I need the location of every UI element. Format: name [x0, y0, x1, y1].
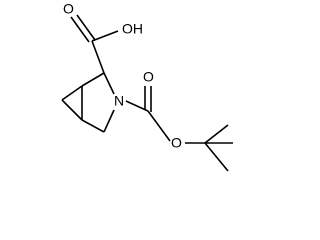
bonds [61, 14, 233, 172]
bond-n-c4 [103, 109, 115, 133]
hydroxyl-label: OH [122, 21, 143, 37]
bond-c4-c5 [81, 119, 105, 133]
bond-tbutyl-methyl-bottom [204, 142, 229, 172]
bond-c2-carboxyl [91, 40, 105, 74]
nitrogen-label: N [114, 93, 124, 109]
ester-oxygen-label: O [171, 135, 182, 151]
carbonyl-oxygen-acid-label: O [63, 1, 74, 17]
bond-carboxyl-oh [91, 30, 119, 42]
bond-c2-n [103, 72, 115, 95]
bond-carboxyl-double-b [76, 14, 96, 41]
chemical-structure-diagram: O OH N O O [61, 1, 233, 172]
bond-cyclopropane-left-top [61, 85, 83, 101]
bond-carbonyl-ester-oxygen [147, 110, 171, 142]
bond-carboxyl-double-a [70, 16, 90, 43]
bond-c1-c2 [81, 72, 105, 87]
atom-labels: O OH N O O [63, 1, 182, 151]
bond-cyclopropane-left-bottom [61, 99, 83, 121]
bond-tbutyl-methyl-top [204, 124, 229, 144]
carbonyl-oxygen-ester-label: O [143, 69, 154, 85]
